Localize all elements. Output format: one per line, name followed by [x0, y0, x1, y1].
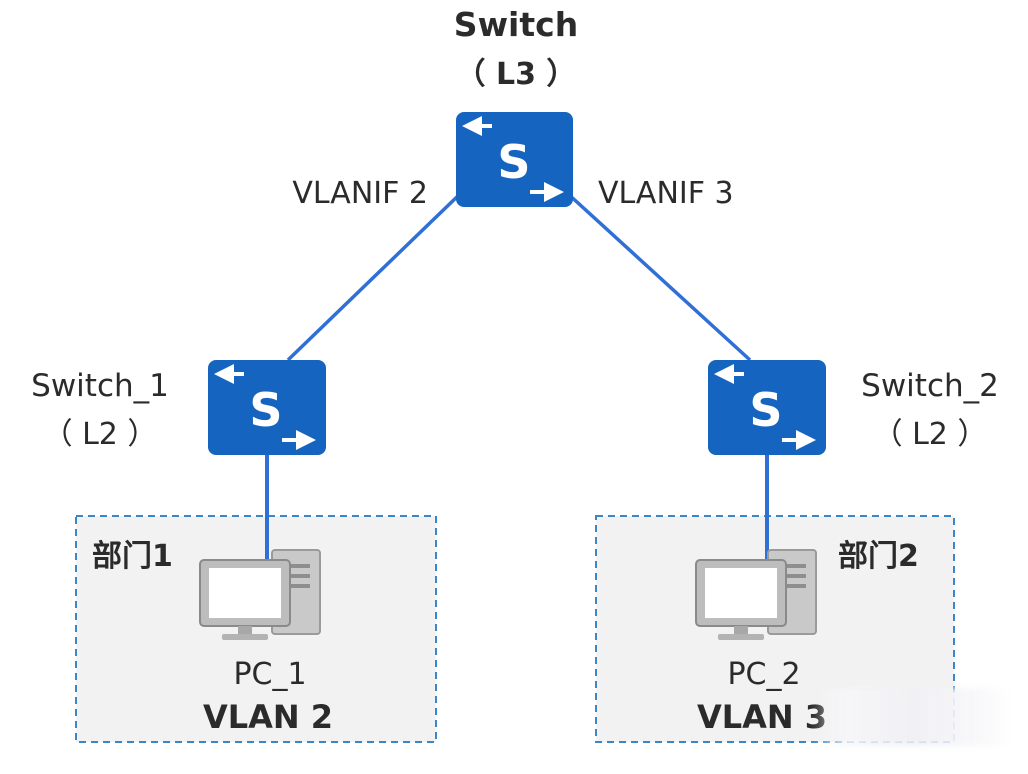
pc-2: [695, 549, 817, 640]
switch-glyph: S: [249, 383, 282, 437]
switch1-layer: （ L2 ）: [43, 417, 158, 452]
pc-1: [199, 549, 321, 640]
desktop-computer-icon: [695, 549, 817, 640]
pc2-name: PC_2: [727, 657, 800, 692]
switch1-name: Switch_1: [31, 368, 169, 404]
department-2-name: 部门2: [838, 539, 919, 574]
core-switch-layer: （ L3 ）: [456, 57, 577, 92]
vlanif-left-label: VLANIF 2: [292, 176, 428, 211]
department-1-name: 部门1: [92, 539, 173, 574]
watermark-blur: [812, 688, 1012, 746]
vlan-2-label: VLAN 2: [203, 698, 333, 736]
switch-glyph: S: [497, 135, 530, 189]
vlan-3-label: VLAN 3: [697, 698, 827, 736]
vlanif-right-label: VLANIF 3: [598, 176, 734, 211]
switch-icon: S: [708, 360, 826, 455]
pc1-name: PC_1: [233, 657, 306, 692]
switch2-layer: （ L2 ）: [873, 417, 988, 452]
switch-icon: S: [208, 360, 326, 455]
core-switch: S: [456, 112, 573, 207]
switch2-name: Switch_2: [861, 368, 999, 404]
access-switch-1: S: [208, 360, 326, 455]
link-core-to-switch2: [564, 190, 752, 362]
switch-glyph: S: [749, 383, 782, 437]
switch-icon: S: [456, 112, 573, 207]
department-zone-1: [75, 515, 437, 743]
access-switch-2: S: [708, 360, 826, 455]
core-switch-name: Switch: [454, 5, 578, 44]
desktop-computer-icon: [199, 549, 321, 640]
link-core-to-switch1: [286, 190, 464, 362]
